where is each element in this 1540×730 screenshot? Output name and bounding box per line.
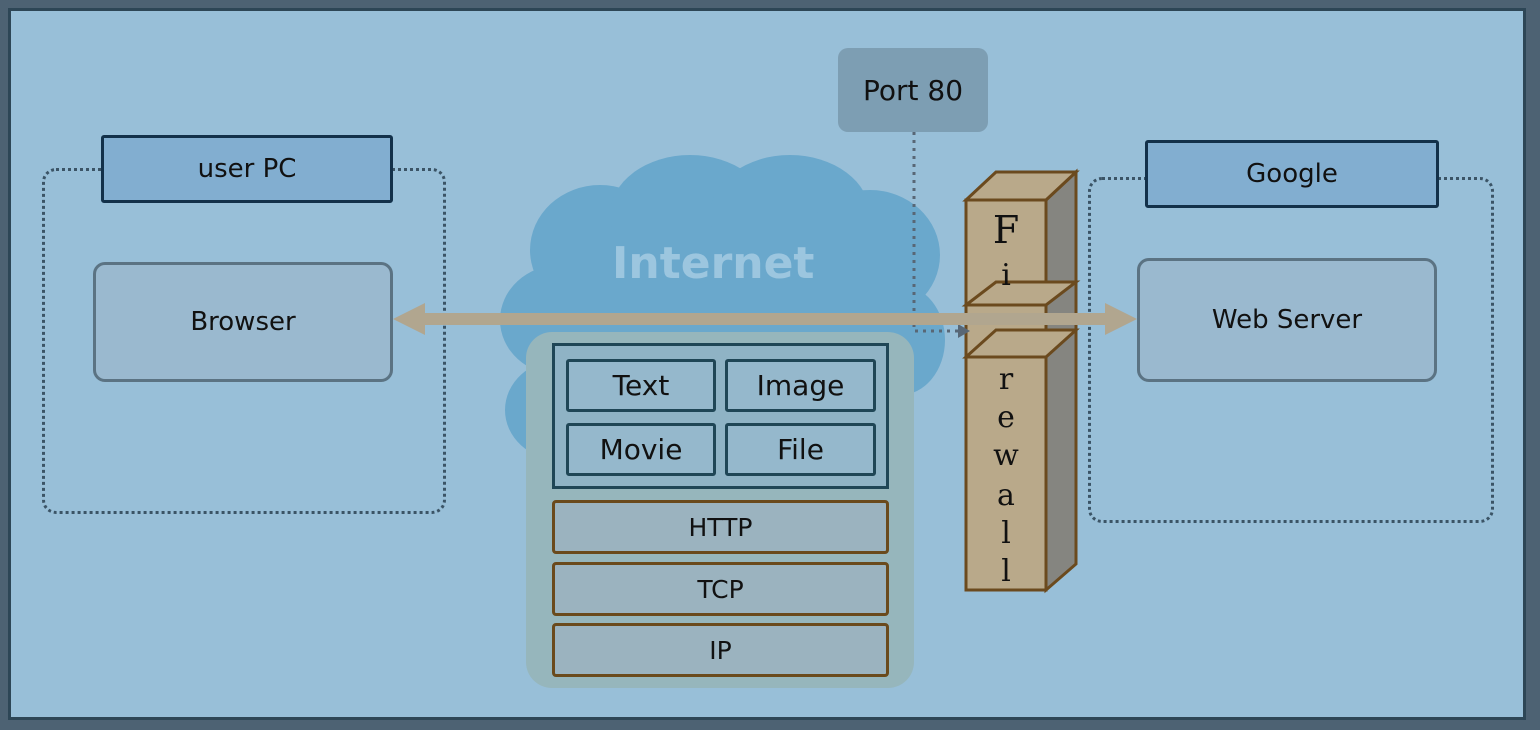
port-label: Port 80 (838, 48, 988, 132)
firewall-letter: r (998, 362, 1014, 397)
layer-tcp: TCP (552, 562, 889, 616)
firewall-letter: a (997, 478, 1015, 513)
firewall-letter: F (992, 208, 1020, 252)
browser-box: Browser (93, 262, 393, 382)
content-type-text: Text (566, 359, 716, 412)
firewall-letter: i (1001, 258, 1011, 293)
firewall-letter: w (993, 438, 1019, 473)
firewall-letter: e (997, 400, 1015, 435)
google-title: Google (1145, 140, 1439, 208)
layer-ip: IP (552, 623, 889, 677)
firewall-letter: l (1001, 516, 1011, 551)
content-type-file: File (725, 423, 876, 476)
content-type-image: Image (725, 359, 876, 412)
content-type-movie: Movie (566, 423, 716, 476)
web-server-box: Web Server (1137, 258, 1437, 382)
internet-label: Internet (612, 238, 815, 289)
firewall-letter: l (1001, 554, 1011, 589)
user-pc-title: user PC (101, 135, 393, 203)
layer-http: HTTP (552, 500, 889, 554)
